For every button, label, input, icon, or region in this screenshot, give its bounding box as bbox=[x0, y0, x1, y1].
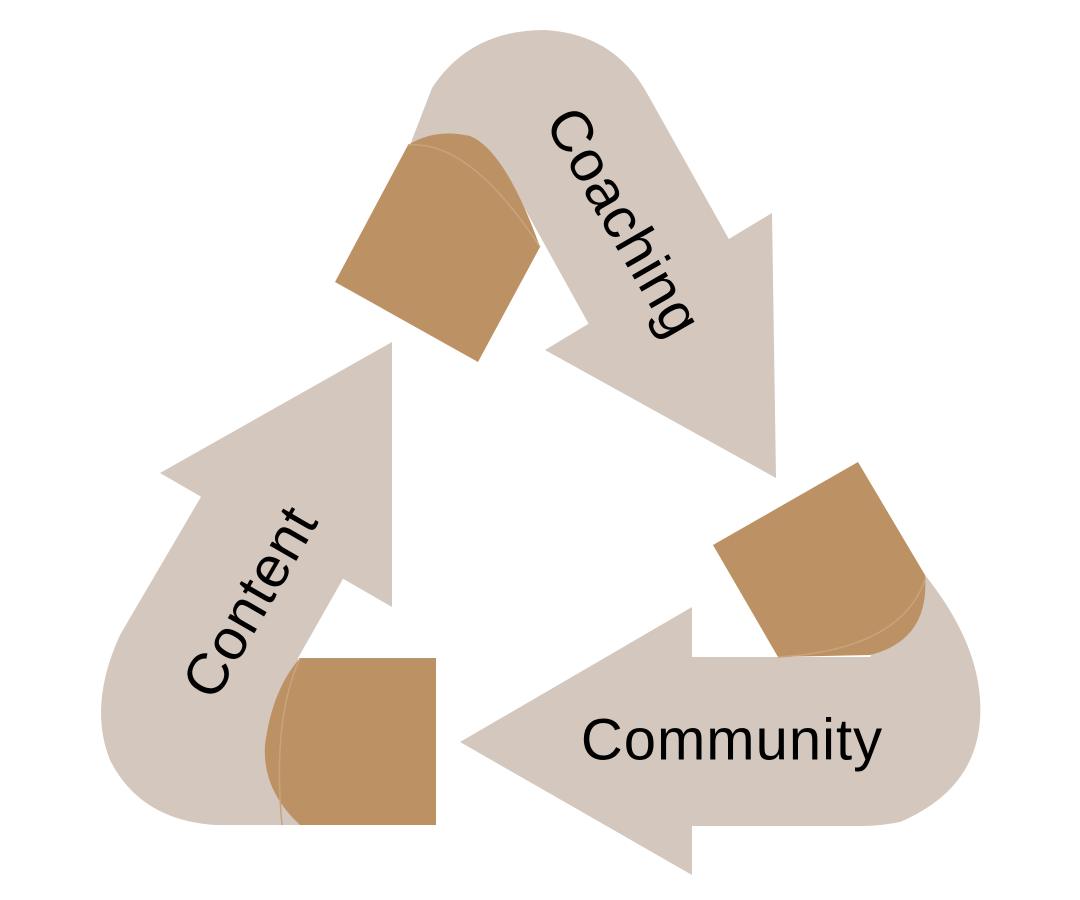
coaching-arrow-band bbox=[410, 30, 735, 330]
community-arrow-fold bbox=[713, 462, 926, 657]
coaching-arrow: Coaching bbox=[335, 30, 776, 478]
content-fold-edge bbox=[278, 657, 301, 826]
community-arrow: Community bbox=[460, 462, 981, 875]
content-arrow: Content bbox=[101, 342, 436, 826]
coaching-arrow-head bbox=[545, 213, 776, 478]
content-arrow-head bbox=[160, 342, 392, 607]
community-label: Community bbox=[581, 708, 883, 773]
community-arrow-band bbox=[690, 575, 981, 826]
community-arrow-head bbox=[460, 607, 692, 875]
content-arrow-fold bbox=[264, 658, 436, 825]
coaching-fold-edge bbox=[407, 144, 541, 248]
coaching-arrow-fold bbox=[335, 133, 540, 362]
community-fold-edge bbox=[777, 579, 926, 658]
